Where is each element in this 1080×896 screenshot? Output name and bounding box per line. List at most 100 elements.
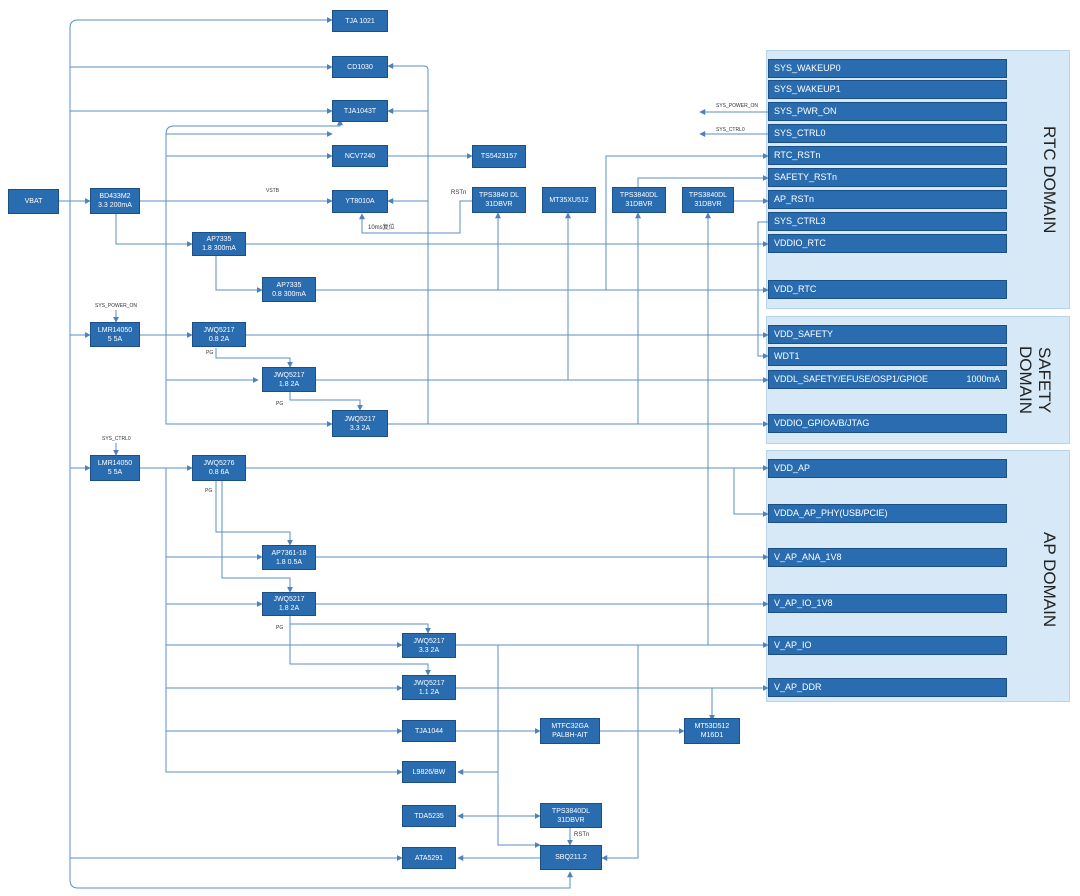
rail-v-ap-io-1v8[interactable]: V_AP_IO_1V8 bbox=[768, 594, 1007, 613]
wire-pg-jwq4 bbox=[221, 481, 293, 593]
wire-5v-bus-left bbox=[165, 131, 333, 335]
rail-v-ap-ana[interactable]: V_AP_ANA_1V8 bbox=[768, 548, 1007, 567]
rail-vddio-rtc[interactable]: VDDIO_RTC bbox=[768, 234, 1007, 253]
wire-pg-ap7361 bbox=[215, 481, 293, 546]
wire-bd433-ap7335 bbox=[115, 214, 193, 247]
rail-sys-ctrl0[interactable]: SYS_CTRL0 bbox=[768, 124, 1007, 143]
rtc-domain-title: RTC DOMAIN bbox=[1040, 126, 1059, 234]
ap7335b-label-1: AP7335 bbox=[276, 281, 302, 289]
note-rstn-b: RSTn bbox=[574, 832, 590, 838]
tps-ap-label-2: 31DBVR bbox=[694, 201, 722, 208]
tja1043-block[interactable]: TJA1043T bbox=[332, 100, 388, 122]
sbq-label: SBQ211.2 bbox=[555, 854, 587, 861]
rail-vddl-safety[interactable]: VDDL_SAFETY/EFUSE/OSP1/GPIOE 1000mA bbox=[768, 370, 1007, 389]
wire-sysctrl3-wdt bbox=[757, 221, 769, 359]
rail-vdda-ap-phy[interactable]: VDDA_AP_PHY(USB/PCIE) bbox=[768, 504, 1007, 523]
wire-jwq1-pg bbox=[215, 348, 293, 368]
cd1030-block[interactable]: CD1030 bbox=[332, 56, 388, 78]
wire-vio-sbq bbox=[601, 645, 639, 861]
yt8010-block[interactable]: YT8010A bbox=[332, 190, 388, 213]
ncv7240-block[interactable]: NCV7240 bbox=[332, 145, 388, 167]
vbat-block[interactable]: VBAT bbox=[8, 189, 59, 214]
note-vstb: VSTB bbox=[266, 188, 280, 194]
wire-jwq4-pg6 bbox=[289, 624, 431, 676]
rail-v-ap-ddr[interactable]: V_AP_DDR bbox=[768, 678, 1007, 697]
tja1021-block[interactable]: TJA 1021 bbox=[332, 10, 388, 32]
rail-sys-wakeup1[interactable]: SYS_WAKEUP1 bbox=[768, 80, 1007, 99]
mt35-block[interactable]: MT35XU512 bbox=[542, 187, 596, 213]
tja1044-block[interactable]: TJA1044 bbox=[402, 720, 456, 742]
l9826-block[interactable]: L9826/BW bbox=[402, 761, 456, 783]
tps-rtc-label-2: 31DBVR bbox=[485, 201, 513, 208]
rail-vddio-gpio[interactable]: VDDIO_GPIOA/B/JTAG bbox=[768, 414, 1007, 433]
jwq2-label-1: JWQ5217 bbox=[273, 371, 305, 379]
note-sys-ctrl-out: SYS_CTRL0 bbox=[716, 127, 745, 133]
rail-rtc-rstn[interactable]: RTC_RSTn bbox=[768, 146, 1007, 165]
mtfc-label-2: PALBH-AIT bbox=[552, 732, 588, 739]
wire-vbat-down bbox=[69, 201, 573, 889]
mtfc-label-1: MTFC32GA bbox=[551, 723, 589, 730]
tja1044-label: TJA1044 bbox=[414, 727, 444, 735]
ap7361-label-1: AP7361-18 bbox=[271, 549, 307, 557]
tps-safety-block[interactable]: TPS3840DL 31DBVR bbox=[612, 187, 666, 213]
ap7335a-label-2: 1.8 300mA bbox=[202, 245, 236, 252]
l9826-label: L9826/BW bbox=[412, 768, 446, 776]
rail-vdd-rtc[interactable]: VDD_RTC bbox=[768, 280, 1007, 299]
bd433-label-1: BD433M2 bbox=[99, 193, 131, 200]
mtfc-block[interactable]: MTFC32GA PALBH-AIT bbox=[540, 718, 600, 744]
rail-sys-pwr-on[interactable]: SYS_PWR_ON bbox=[768, 102, 1007, 121]
ts5423-block[interactable]: TS5423157 bbox=[472, 145, 526, 168]
wire-5v-jwq3 bbox=[165, 380, 333, 427]
rail-wdt1[interactable]: WDT1 bbox=[768, 347, 1007, 366]
rail-safety-rstn[interactable]: SAFETY_RSTn bbox=[768, 168, 1007, 187]
tps-bot-label-1: TPS3840DL bbox=[551, 807, 591, 815]
tda-label: TDA5235 bbox=[414, 812, 444, 820]
jwq5276-label-1: JWQ5276 bbox=[203, 460, 235, 467]
note-pg3: PG bbox=[205, 488, 213, 494]
rail-ap-rstn[interactable]: AP_RSTn bbox=[768, 190, 1007, 209]
ata-block[interactable]: ATA5291 bbox=[402, 847, 456, 869]
rail-vdd-safety[interactable]: VDD_SAFETY bbox=[768, 325, 1007, 344]
note-pg1: PG bbox=[206, 350, 214, 356]
ap7335a-label-1: AP7335 bbox=[206, 236, 232, 243]
tps-safety-label-1: TPS3840DL bbox=[619, 192, 659, 199]
wire-jwq5-down bbox=[497, 645, 541, 848]
note-pg2: PG bbox=[276, 401, 284, 407]
rail-v-ap-io[interactable]: V_AP_IO bbox=[768, 636, 1007, 655]
rail-vdd-ap[interactable]: VDD_AP bbox=[768, 459, 1007, 478]
wire-ap7335a-ap7335b bbox=[215, 256, 263, 293]
mt53-label-2: M16D1 bbox=[700, 732, 724, 739]
wire-vddrtc-rtcrstn bbox=[605, 153, 769, 290]
rail-sys-wakeup0[interactable]: SYS_WAKEUP0 bbox=[768, 59, 1007, 78]
jwq4-label-2: 1.8 2A bbox=[278, 605, 300, 612]
lmr1-label-2: 5 5A bbox=[107, 335, 123, 343]
jwq6-label-2: 1.1 2A bbox=[418, 688, 440, 696]
wire-jwq2-pg bbox=[289, 392, 363, 411]
rail-sys-ctrl3[interactable]: SYS_CTRL3 bbox=[768, 212, 1007, 231]
ncv7240-label: NCV7240 bbox=[344, 152, 376, 160]
ap7335a-block[interactable]: AP7335 1.8 300mA bbox=[192, 232, 246, 256]
vbat-label: VBAT bbox=[24, 198, 43, 205]
sbq-block[interactable]: SBQ211.2 bbox=[540, 845, 602, 870]
tda-block[interactable]: TDA5235 bbox=[402, 805, 456, 827]
wire-rstn-yt bbox=[359, 200, 472, 234]
tps-safety-label-2: 31DBVR bbox=[625, 201, 653, 208]
note-sys-power-on-in: SYS_POWER_ON bbox=[95, 303, 137, 309]
